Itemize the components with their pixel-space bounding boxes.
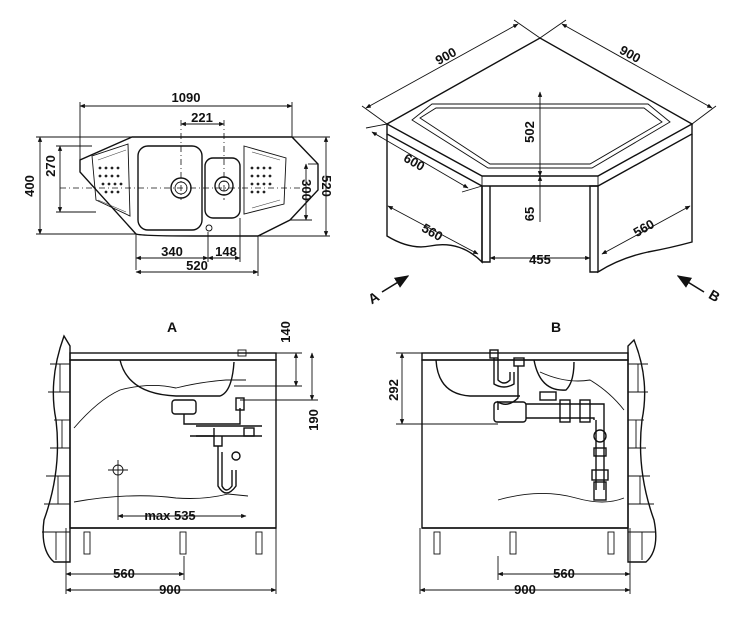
dim-total-width: 1090: [172, 90, 201, 105]
view-b-wall: [627, 338, 657, 563]
view-b-cabinet: [421, 359, 629, 529]
view-b-pipes: [489, 349, 609, 501]
dim-small-bowl-width: 148: [215, 244, 237, 259]
view-b-title: B: [551, 319, 561, 335]
dim-b-base-right: 560: [553, 566, 575, 581]
drainer-dots: [98, 166, 272, 194]
dim-b-base-total: 900: [514, 582, 536, 597]
dim-left-side: 560: [419, 220, 445, 244]
sink-outline: [79, 136, 319, 237]
view-b-countertop: [421, 352, 629, 361]
view-a-countertop: [69, 352, 277, 361]
left-drainer: [91, 143, 131, 217]
dim-a-lower-height: 190: [306, 409, 321, 431]
dim-a-upper-height: 140: [278, 321, 293, 343]
dim-combined-width: 520: [186, 258, 208, 273]
top-view: 1090 221 400 270 300 520 340 148: [22, 90, 334, 276]
iso-left-panel: [386, 134, 483, 264]
dim-top-right-edge: 900: [617, 42, 643, 66]
dim-right-height: 300: [299, 179, 314, 201]
iso-view: 900 900 600 502 65 560 560 455 A B: [361, 19, 723, 307]
view-arrow-b-label: B: [706, 286, 723, 305]
dim-main-bowl-width: 340: [161, 244, 183, 259]
dim-a-base-total: 900: [159, 582, 181, 597]
view-a-title: A: [167, 319, 177, 335]
view-a-cabinet: [69, 359, 277, 529]
view-a-siphon: [171, 397, 262, 494]
dim-front-opening: 455: [529, 252, 551, 267]
dim-a-max-depth: max 535: [144, 508, 195, 523]
right-drainer: [243, 145, 287, 215]
view-b: B: [386, 319, 657, 597]
view-arrow-a-label: A: [365, 288, 382, 307]
dim-bowl-spacing: 221: [191, 110, 213, 125]
view-a-wall: [42, 334, 71, 563]
dim-thickness: 65: [522, 207, 537, 221]
dim-b-height: 292: [386, 379, 401, 401]
dim-outer-left-height: 400: [22, 175, 37, 197]
view-a: A: [42, 319, 321, 597]
iso-top-slab: [385, 37, 694, 177]
iso-right-panel: [597, 134, 693, 274]
dim-bowl-depth: 502: [522, 121, 537, 143]
dim-left-height: 270: [43, 155, 58, 177]
dim-outer-right-height: 520: [319, 175, 334, 197]
dim-a-base-left: 560: [113, 566, 135, 581]
dim-top-left-edge: 900: [433, 44, 459, 68]
iso-left-inner: [481, 186, 491, 263]
